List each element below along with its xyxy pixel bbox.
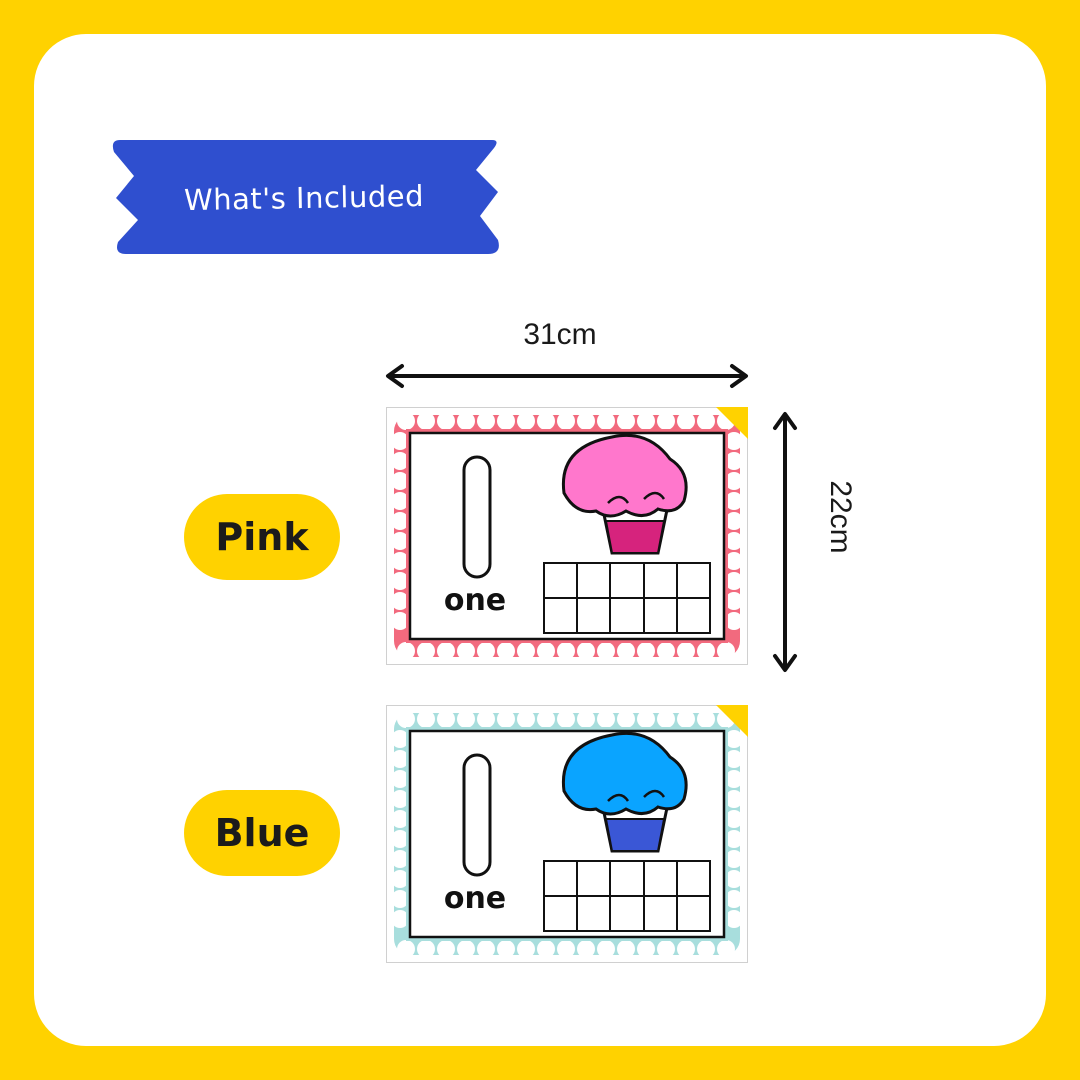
ten-frame-icon: [543, 860, 711, 932]
card-preview-pink: one: [386, 407, 748, 665]
card-word-blue: one: [443, 881, 507, 916]
variant-label-pink: Pink: [184, 494, 340, 580]
height-label: 22cm: [824, 480, 857, 554]
cupcake-icon: [561, 731, 688, 853]
ten-frame-icon: [543, 562, 711, 634]
card-word-pink: one: [443, 583, 507, 618]
width-label: 31cm: [523, 318, 597, 351]
page-title: What's Included: [183, 178, 425, 218]
cupcake-icon: [561, 433, 688, 555]
card-art-pink: [386, 407, 748, 665]
variant-label-blue: Blue: [184, 790, 340, 876]
title-banner: [112, 140, 499, 254]
card-art-blue: [386, 705, 748, 963]
card-preview-blue: one: [386, 705, 748, 963]
